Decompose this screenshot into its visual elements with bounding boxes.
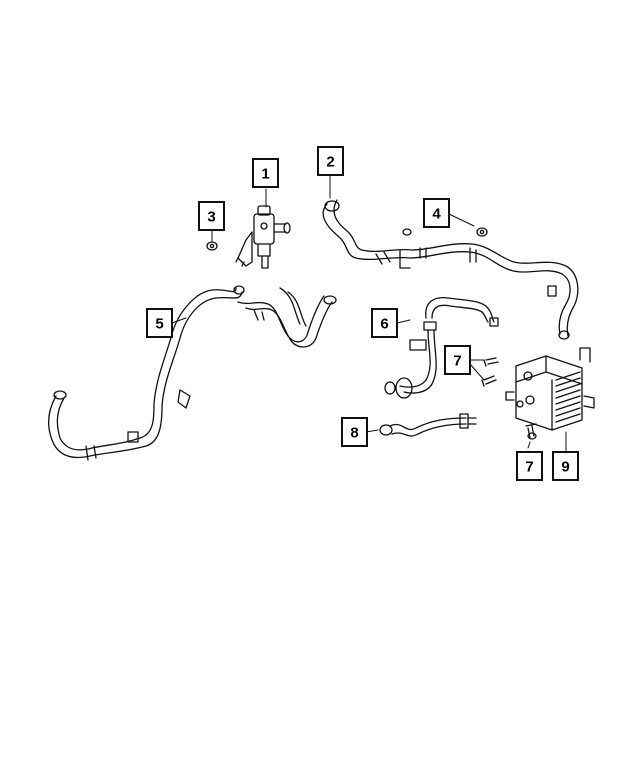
clip-icon: [402, 227, 488, 237]
callout-label: 7: [525, 459, 533, 476]
leader-lines: [171, 175, 567, 452]
callout-9: 9: [552, 451, 579, 481]
callout-3: 3: [198, 201, 225, 231]
oil-cooler-icon: [505, 347, 595, 431]
callout-label: 9: [561, 459, 569, 476]
callout-label: 3: [207, 209, 215, 226]
callout-label: 7: [453, 353, 461, 370]
callout-7-upper: 7: [444, 345, 471, 375]
callouts: 1 2 3 4 5 6 7 8: [146, 146, 579, 481]
callout-label: 2: [326, 154, 334, 171]
heater-hose-supply-icon: [322, 199, 579, 340]
callout-label: 5: [155, 316, 163, 333]
heater-control-valve-icon: [235, 205, 291, 269]
callout-4: 4: [423, 198, 450, 228]
callout-label: 4: [432, 206, 441, 223]
callout-label: 8: [350, 425, 358, 442]
cooler-hose-icon: [384, 296, 499, 399]
callout-6: 6: [371, 308, 398, 338]
nut-icon: [206, 241, 218, 251]
heater-hose-return-icon: [47, 285, 337, 461]
bolt-icon: [481, 357, 537, 440]
callout-5: 5: [146, 308, 173, 338]
callout-7-lower: 7: [516, 451, 543, 481]
callout-1: 1: [252, 158, 279, 188]
callout-8: 8: [341, 417, 368, 447]
callout-label: 1: [261, 166, 269, 183]
coolant-tube-icon: [379, 413, 477, 437]
callout-label: 6: [380, 316, 388, 333]
callout-2: 2: [317, 146, 344, 176]
